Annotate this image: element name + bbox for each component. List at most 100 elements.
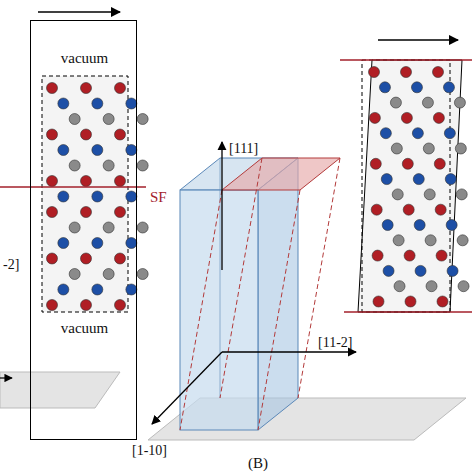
atom: [47, 176, 58, 187]
atom: [115, 300, 126, 311]
atom: [92, 284, 103, 295]
atom: [456, 189, 467, 200]
stacking-fault-line: [0, 186, 146, 187]
floor-plane: [0, 372, 120, 408]
atom: [372, 250, 383, 261]
atom: [126, 238, 137, 249]
atom: [445, 174, 456, 185]
atom: [58, 284, 69, 295]
atom: [47, 253, 58, 264]
atom: [458, 281, 469, 292]
prism-front: [180, 190, 258, 430]
atom: [58, 191, 69, 202]
atom: [382, 220, 393, 231]
shear-arrow: [378, 39, 458, 41]
atom: [81, 253, 92, 264]
atom: [412, 128, 423, 139]
atom: [379, 82, 390, 93]
atom: [393, 235, 404, 246]
atom: [115, 253, 126, 264]
atom: [422, 97, 433, 108]
atom: [47, 207, 58, 218]
axis-arrow: [0, 377, 12, 378]
atom: [92, 238, 103, 249]
atom: [435, 204, 446, 215]
axis-arrow: [152, 352, 222, 424]
outer-cell-box: vacuum vacuum: [30, 20, 137, 440]
axis-label: [11-2]: [318, 336, 352, 350]
atom: [58, 145, 69, 156]
dashed-cell: [362, 60, 450, 312]
atom: [126, 191, 137, 202]
atom: [404, 250, 415, 261]
axis-arrow: [221, 142, 222, 270]
shear-arrow: [38, 11, 120, 13]
region-label: vacuum: [61, 51, 108, 66]
atom: [81, 300, 92, 311]
atom: [81, 129, 92, 140]
atom: [394, 281, 405, 292]
atom: [390, 97, 401, 108]
shear-lines: [180, 158, 340, 430]
dashed-cell: [42, 76, 128, 312]
atom: [369, 67, 380, 78]
prism-hidden-edge: [220, 158, 221, 398]
atom: [69, 160, 80, 171]
region-label: vacuum: [61, 321, 108, 336]
atom: [413, 174, 424, 185]
atom: [381, 174, 392, 185]
atom: [405, 296, 416, 307]
atom: [403, 204, 414, 215]
atom: [425, 235, 436, 246]
atom: [137, 269, 148, 280]
atom: [444, 128, 455, 139]
atom: [69, 222, 80, 233]
atom: [126, 98, 137, 109]
atom: [391, 143, 402, 154]
atom: [81, 207, 92, 218]
atom: [373, 296, 384, 307]
atom: [81, 176, 92, 187]
atom: [103, 269, 114, 280]
atom: [457, 235, 468, 246]
prism-side: [258, 158, 298, 430]
atom: [58, 238, 69, 249]
atom: [370, 158, 381, 169]
atom: [447, 265, 458, 276]
axis-label: [1-10]: [132, 444, 167, 458]
atom: [383, 265, 394, 276]
atom: [126, 145, 137, 156]
atom: [115, 83, 126, 94]
atom: [414, 220, 425, 231]
atom: [369, 112, 380, 123]
atom: [81, 83, 92, 94]
atom: [92, 98, 103, 109]
atom: [401, 112, 412, 123]
atom: [455, 143, 466, 154]
atom: [411, 82, 422, 93]
atom: [380, 128, 391, 139]
stacking-fault-label: SF: [150, 190, 167, 205]
atom: [47, 83, 58, 94]
atom: [103, 114, 114, 125]
atom: [424, 189, 435, 200]
atom: [58, 98, 69, 109]
atom: [115, 176, 126, 187]
panel-label: (B): [248, 456, 268, 471]
atom: [401, 67, 412, 78]
atom: [47, 300, 58, 311]
atom: [433, 112, 444, 123]
atom: [92, 145, 103, 156]
boundary-line: [344, 311, 472, 312]
atom: [115, 207, 126, 218]
atom: [92, 191, 103, 202]
atom: [103, 222, 114, 233]
atom: [443, 82, 454, 93]
axis-label: [111]: [229, 142, 258, 156]
atom: [454, 97, 465, 108]
atom: [423, 143, 434, 154]
atom: [437, 296, 448, 307]
atom: [69, 269, 80, 280]
